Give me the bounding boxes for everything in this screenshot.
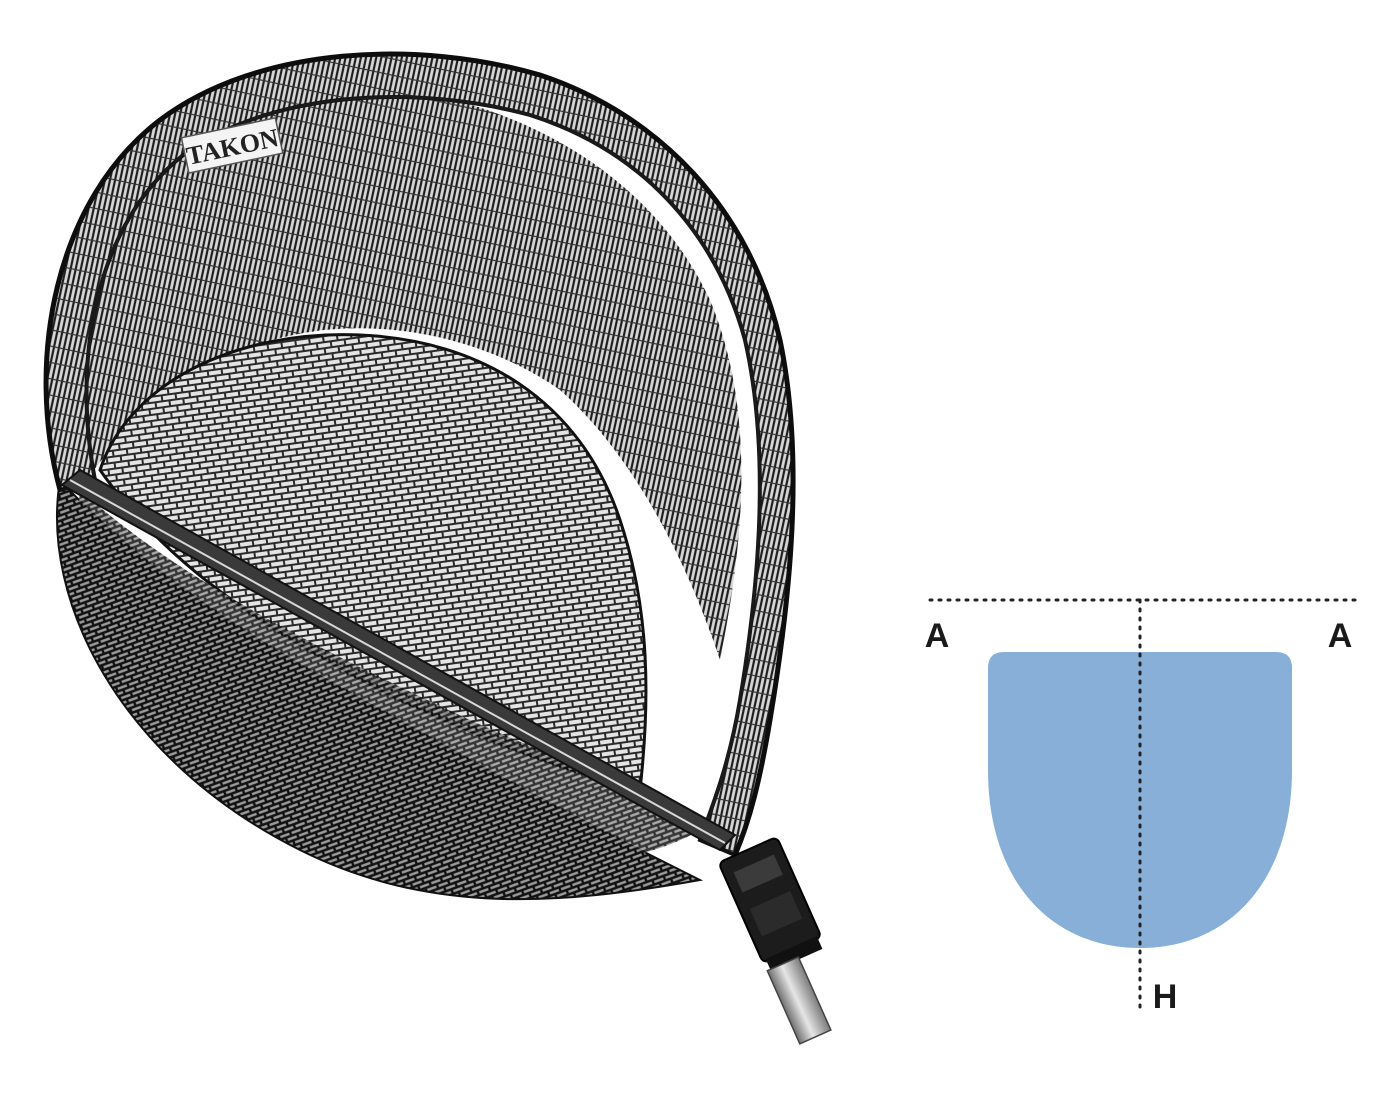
net-pole: [766, 955, 832, 1045]
dimension-diagram: A A H: [925, 598, 1357, 1016]
landing-net-photo: TAKON: [43, 51, 832, 1045]
net-front-mesh: [78, 490, 700, 866]
label-bottom-h: H: [1153, 978, 1178, 1016]
label-right-a: A: [1328, 617, 1353, 655]
label-left-a: A: [925, 617, 950, 655]
net-yoke: [719, 837, 823, 972]
net-inner-wall: [70, 84, 742, 660]
